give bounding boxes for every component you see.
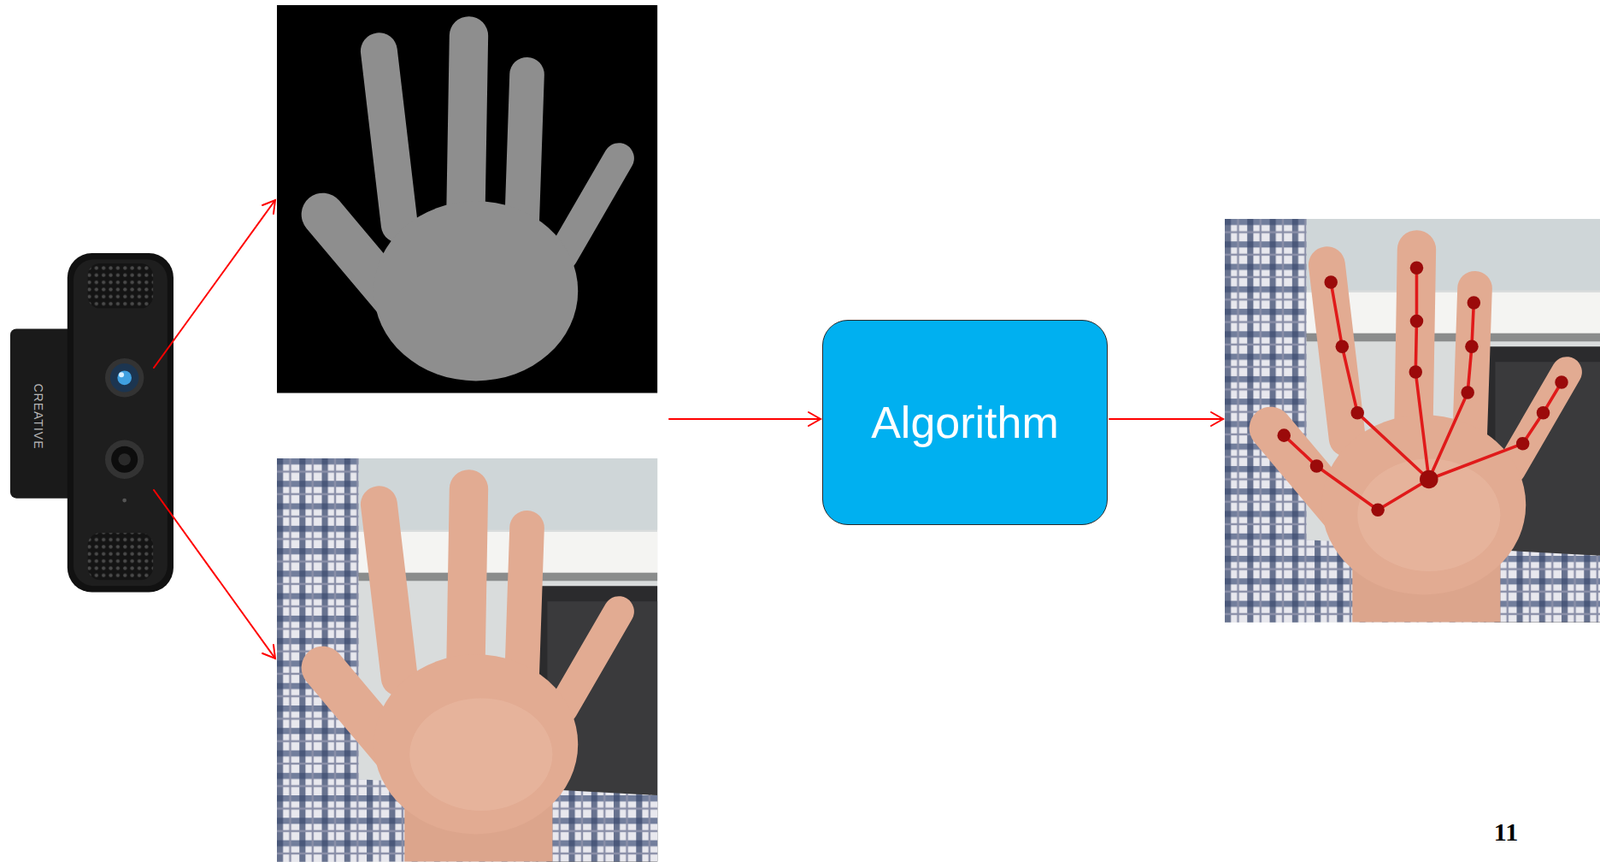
brand-logo: CREATIVE xyxy=(32,383,45,450)
color-image xyxy=(276,458,658,862)
skeleton-image xyxy=(1224,218,1600,623)
box-label: Algorithm xyxy=(870,396,1059,448)
page-number: 11 xyxy=(1494,818,1518,845)
flow-arrows xyxy=(153,200,1224,659)
camera-illustration xyxy=(10,252,174,592)
process-box: Algorithm xyxy=(822,319,1108,525)
depth-image xyxy=(276,5,658,394)
